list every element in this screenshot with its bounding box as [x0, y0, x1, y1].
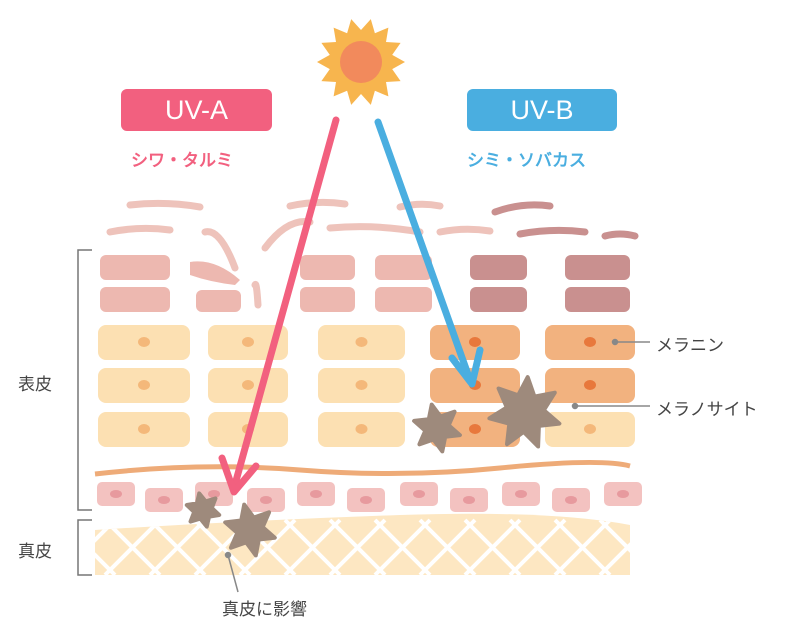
cell-nucleus: [355, 337, 368, 347]
cell-nucleus: [158, 496, 170, 504]
cell-nucleus: [355, 424, 368, 434]
cell-nucleus: [138, 337, 150, 347]
stratum-cell: [190, 261, 240, 285]
stratum-cell: [565, 255, 630, 280]
basal-cells: [97, 482, 642, 512]
cell-nucleus: [260, 496, 272, 504]
cell-nucleus: [360, 496, 372, 504]
stratum-cell: [196, 290, 241, 312]
stratum-cell: [470, 255, 527, 280]
uvb-badge: UV-B: [467, 89, 617, 131]
stratum-cell: [470, 287, 527, 312]
stratum-cell: [100, 287, 170, 312]
melanocytes: [184, 375, 562, 558]
uva-arrow: [218, 116, 340, 496]
uvb-effect-label: シミ・ソバカス: [467, 151, 586, 171]
melanocyte: [223, 502, 277, 558]
skin-flake: [491, 201, 554, 216]
cell-nucleus: [208, 490, 220, 498]
stratum-cell: [100, 255, 170, 280]
melanin-granule: [584, 380, 596, 390]
stratum-cell: [375, 287, 432, 312]
sun-icon: [317, 19, 405, 105]
cell-nucleus: [515, 490, 527, 498]
uva-badge: UV-A: [121, 89, 272, 131]
skin-flake: [601, 230, 639, 240]
melanocyte: [412, 402, 462, 454]
bracket-epidermis: [77, 249, 92, 511]
stratum-cell: [300, 255, 355, 280]
epidermis-label: 表皮: [18, 375, 52, 395]
skin-flake: [106, 224, 174, 236]
melanin-label: メラニン: [656, 336, 724, 356]
cell-nucleus: [310, 490, 322, 498]
leader-lines: [224, 338, 650, 593]
dermis-tissue: [95, 513, 630, 575]
stratum-cell: [375, 255, 432, 280]
melanin-granule: [469, 424, 481, 434]
skin-flake: [126, 199, 204, 211]
skin-surface-flakes: [106, 198, 639, 309]
cell-nucleus: [242, 337, 254, 347]
uva-effect-label: シワ・タルミ: [131, 151, 233, 171]
melanin-granule: [469, 337, 481, 347]
melanocyte: [487, 375, 562, 449]
cell-nucleus: [463, 496, 475, 504]
cell-nucleus: [584, 424, 596, 434]
cell-nucleus: [110, 490, 122, 498]
skin-flake: [516, 226, 589, 238]
cell-nucleus: [138, 380, 150, 390]
epidermis-cells: [98, 325, 635, 447]
melanocyte: [184, 491, 222, 529]
uvb-arrow: [374, 118, 484, 388]
melanocyte-label: メラノサイト: [656, 400, 758, 420]
skin-flake: [286, 198, 349, 210]
stratum-cell: [300, 287, 355, 312]
basement-membrane: [94, 459, 631, 477]
cell-nucleus: [565, 496, 577, 504]
dermis-label: 真皮: [18, 542, 52, 562]
stratum-cell: [565, 287, 630, 312]
melanin-granule: [584, 337, 596, 347]
skin-flake: [251, 280, 262, 309]
skin-flake: [436, 225, 494, 236]
cell-nucleus: [413, 490, 425, 498]
dermis-effect-label: 真皮に影響: [222, 600, 307, 620]
bracket-dermis: [77, 519, 92, 576]
skin-flake: [201, 228, 239, 272]
cell-nucleus: [242, 380, 254, 390]
skin-flake: [396, 200, 444, 211]
skin-flake: [326, 223, 424, 236]
cell-nucleus: [355, 380, 368, 390]
stratum-corneum-cells: [100, 255, 630, 312]
cell-nucleus: [617, 490, 629, 498]
cell-nucleus: [138, 424, 150, 434]
